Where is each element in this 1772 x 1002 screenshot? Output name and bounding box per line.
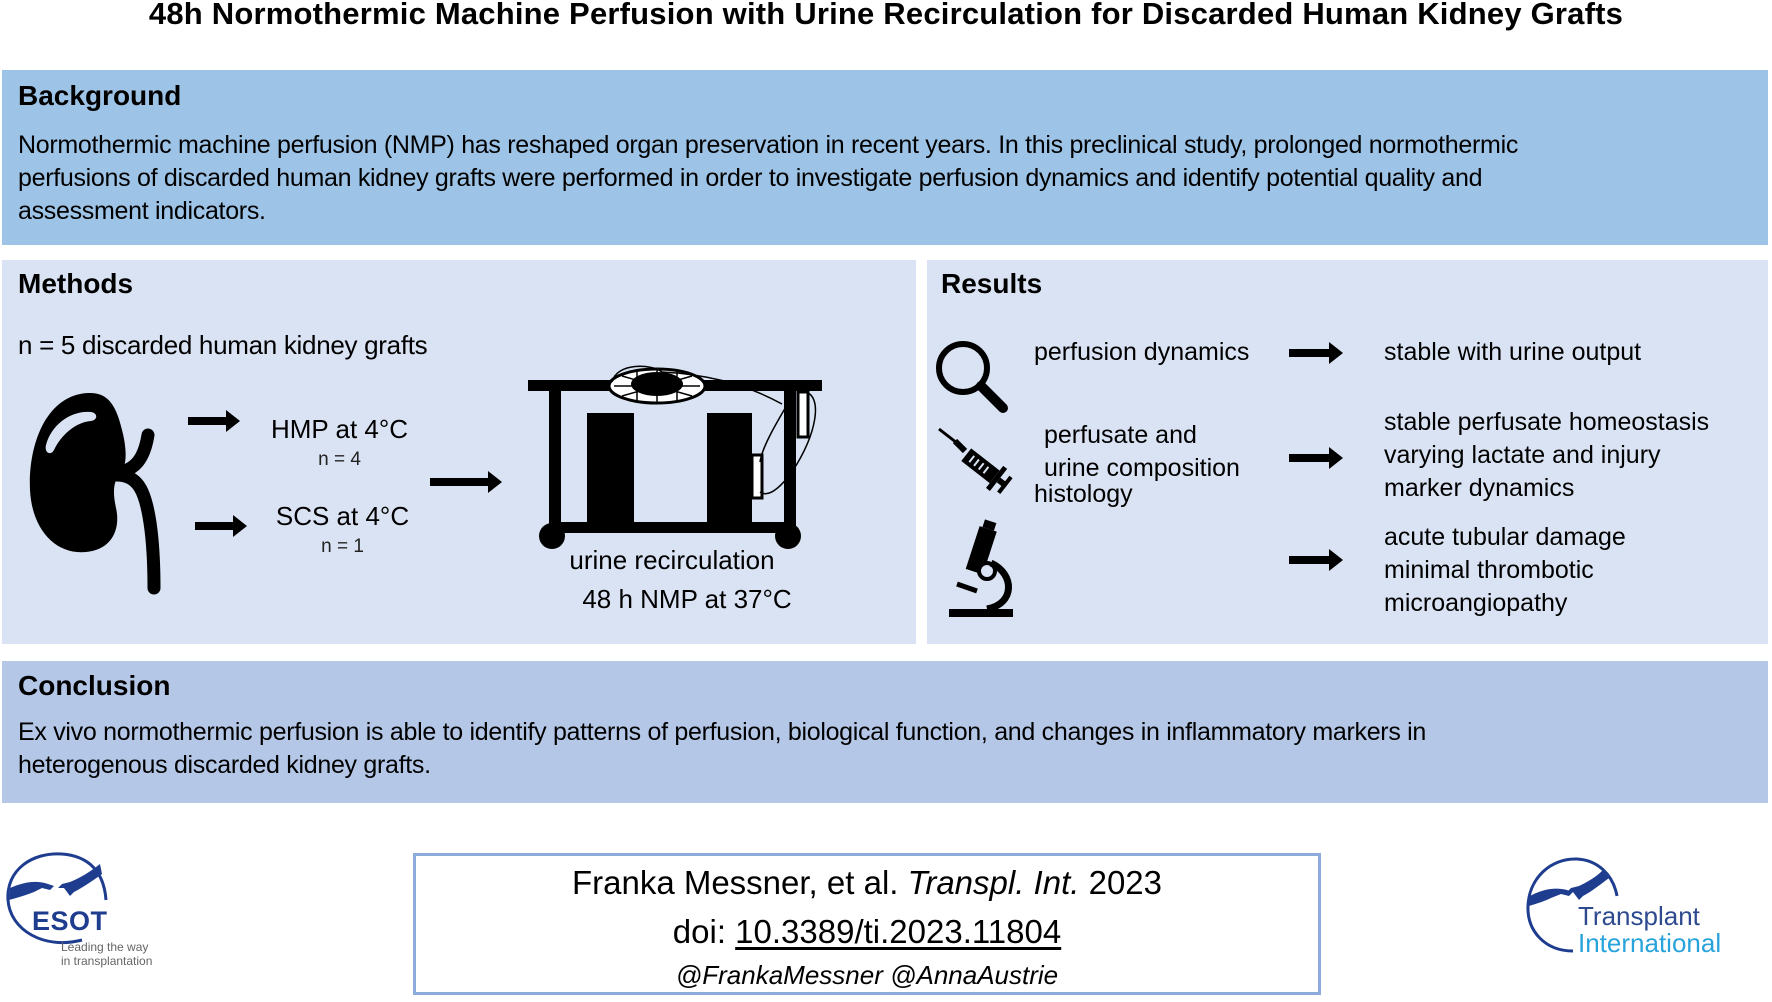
result-arrow-2 bbox=[1289, 447, 1343, 469]
syringe-icon bbox=[938, 427, 1013, 494]
result-outcome-3-line-1: acute tubular damage bbox=[1384, 523, 1626, 551]
background-line-3: assessment indicators. bbox=[18, 197, 266, 225]
scs-label: SCS at 4°C bbox=[275, 501, 410, 531]
citation-year: 2023 bbox=[1088, 864, 1163, 901]
result-outcome-2-line-2: varying lactate and injury bbox=[1384, 441, 1661, 469]
result-arrow-1 bbox=[1289, 342, 1343, 364]
result-outcome-3-line-2: minimal thrombotic bbox=[1384, 556, 1594, 584]
esot-wordmark: ESOT bbox=[32, 906, 108, 936]
citation-reference: Franka Messner, et al. Transpl. Int. 202… bbox=[416, 864, 1318, 902]
methods-sample-size: n = 5 discarded human kidney grafts bbox=[18, 330, 428, 360]
scs-count: n = 1 bbox=[321, 536, 364, 557]
background-line-2: perfusions of discarded human kidney gra… bbox=[18, 164, 1483, 192]
citation-handles: @FrankaMessner @AnnaAustrie bbox=[675, 960, 1059, 990]
background-heading: Background bbox=[18, 80, 182, 111]
result-outcome-1: stable with urine output bbox=[1384, 338, 1642, 366]
magnifier-icon bbox=[936, 341, 1008, 413]
result-label-perfusate-1: perfusate and bbox=[1044, 421, 1197, 449]
doi-prefix: doi: bbox=[672, 913, 726, 950]
result-label-perfusate-2: urine composition bbox=[1044, 454, 1240, 482]
citation-authors: Franka Messner, et al. bbox=[571, 864, 899, 901]
background-section: Background Normothermic machine perfusio… bbox=[2, 70, 1768, 245]
methods-section: Methods n = 5 discarded human kidney gra… bbox=[2, 260, 916, 644]
background-line-1: Normothermic machine perfusion (NMP) has… bbox=[18, 131, 1519, 159]
result-outcome-2-line-3: marker dynamics bbox=[1384, 474, 1575, 502]
citation-doi-line: doi: 10.3389/ti.2023.11804 bbox=[416, 913, 1318, 951]
microscope-icon bbox=[949, 519, 1013, 617]
arrow-to-hmp bbox=[188, 410, 240, 432]
ti-wordmark-line-1: Transplant bbox=[1578, 901, 1700, 931]
esot-tagline-1: Leading the way bbox=[61, 940, 149, 954]
perfusion-cart-icon bbox=[528, 365, 822, 549]
ti-wordmark-line-2: International bbox=[1578, 928, 1722, 958]
conclusion-line-2: heterogenous discarded kidney grafts. bbox=[18, 751, 431, 779]
nmp-condition-label: 48 h NMP at 37°C bbox=[582, 584, 792, 614]
result-outcome-2-line-1: stable perfusate homeostasis bbox=[1384, 408, 1710, 436]
result-label-perfusion-dynamics: perfusion dynamics bbox=[1034, 338, 1250, 366]
conclusion-heading: Conclusion bbox=[18, 670, 171, 701]
page-title: 48h Normothermic Machine Perfusion with … bbox=[148, 0, 1624, 31]
esot-hands-emblem-icon bbox=[6, 852, 108, 945]
kidney-icon bbox=[29, 392, 161, 595]
doi-link[interactable]: 10.3389/ti.2023.11804 bbox=[735, 913, 1062, 950]
ti-hands-emblem-icon bbox=[1526, 857, 1619, 953]
result-outcome-3-line-3: microangiopathy bbox=[1384, 589, 1568, 617]
hmp-count: n = 4 bbox=[318, 449, 361, 470]
urine-recirculation-label: urine recirculation bbox=[569, 545, 775, 575]
result-arrow-3 bbox=[1289, 549, 1343, 571]
transplant-international-logo: Transplant International bbox=[1525, 856, 1750, 958]
arrow-to-scs bbox=[195, 515, 247, 537]
citation-journal: Transpl. Int. bbox=[907, 864, 1080, 901]
esot-logo: ESOT Leading the way in transplantation bbox=[4, 852, 174, 972]
methods-heading: Methods bbox=[18, 268, 134, 299]
results-heading: Results bbox=[941, 268, 1043, 299]
arrow-to-nmp bbox=[430, 471, 502, 493]
results-section: Results perfusion dynamics stable with u… bbox=[927, 260, 1768, 644]
hmp-label: HMP at 4°C bbox=[270, 414, 409, 444]
conclusion-section: Conclusion Ex vivo normothermic perfusio… bbox=[2, 661, 1768, 803]
result-label-histology: histology bbox=[1034, 480, 1133, 508]
conclusion-line-1: Ex vivo normothermic perfusion is able t… bbox=[18, 718, 1427, 746]
esot-tagline-2: in transplantation bbox=[61, 954, 153, 968]
citation-box: Franka Messner, et al. Transpl. Int. 202… bbox=[413, 853, 1321, 995]
